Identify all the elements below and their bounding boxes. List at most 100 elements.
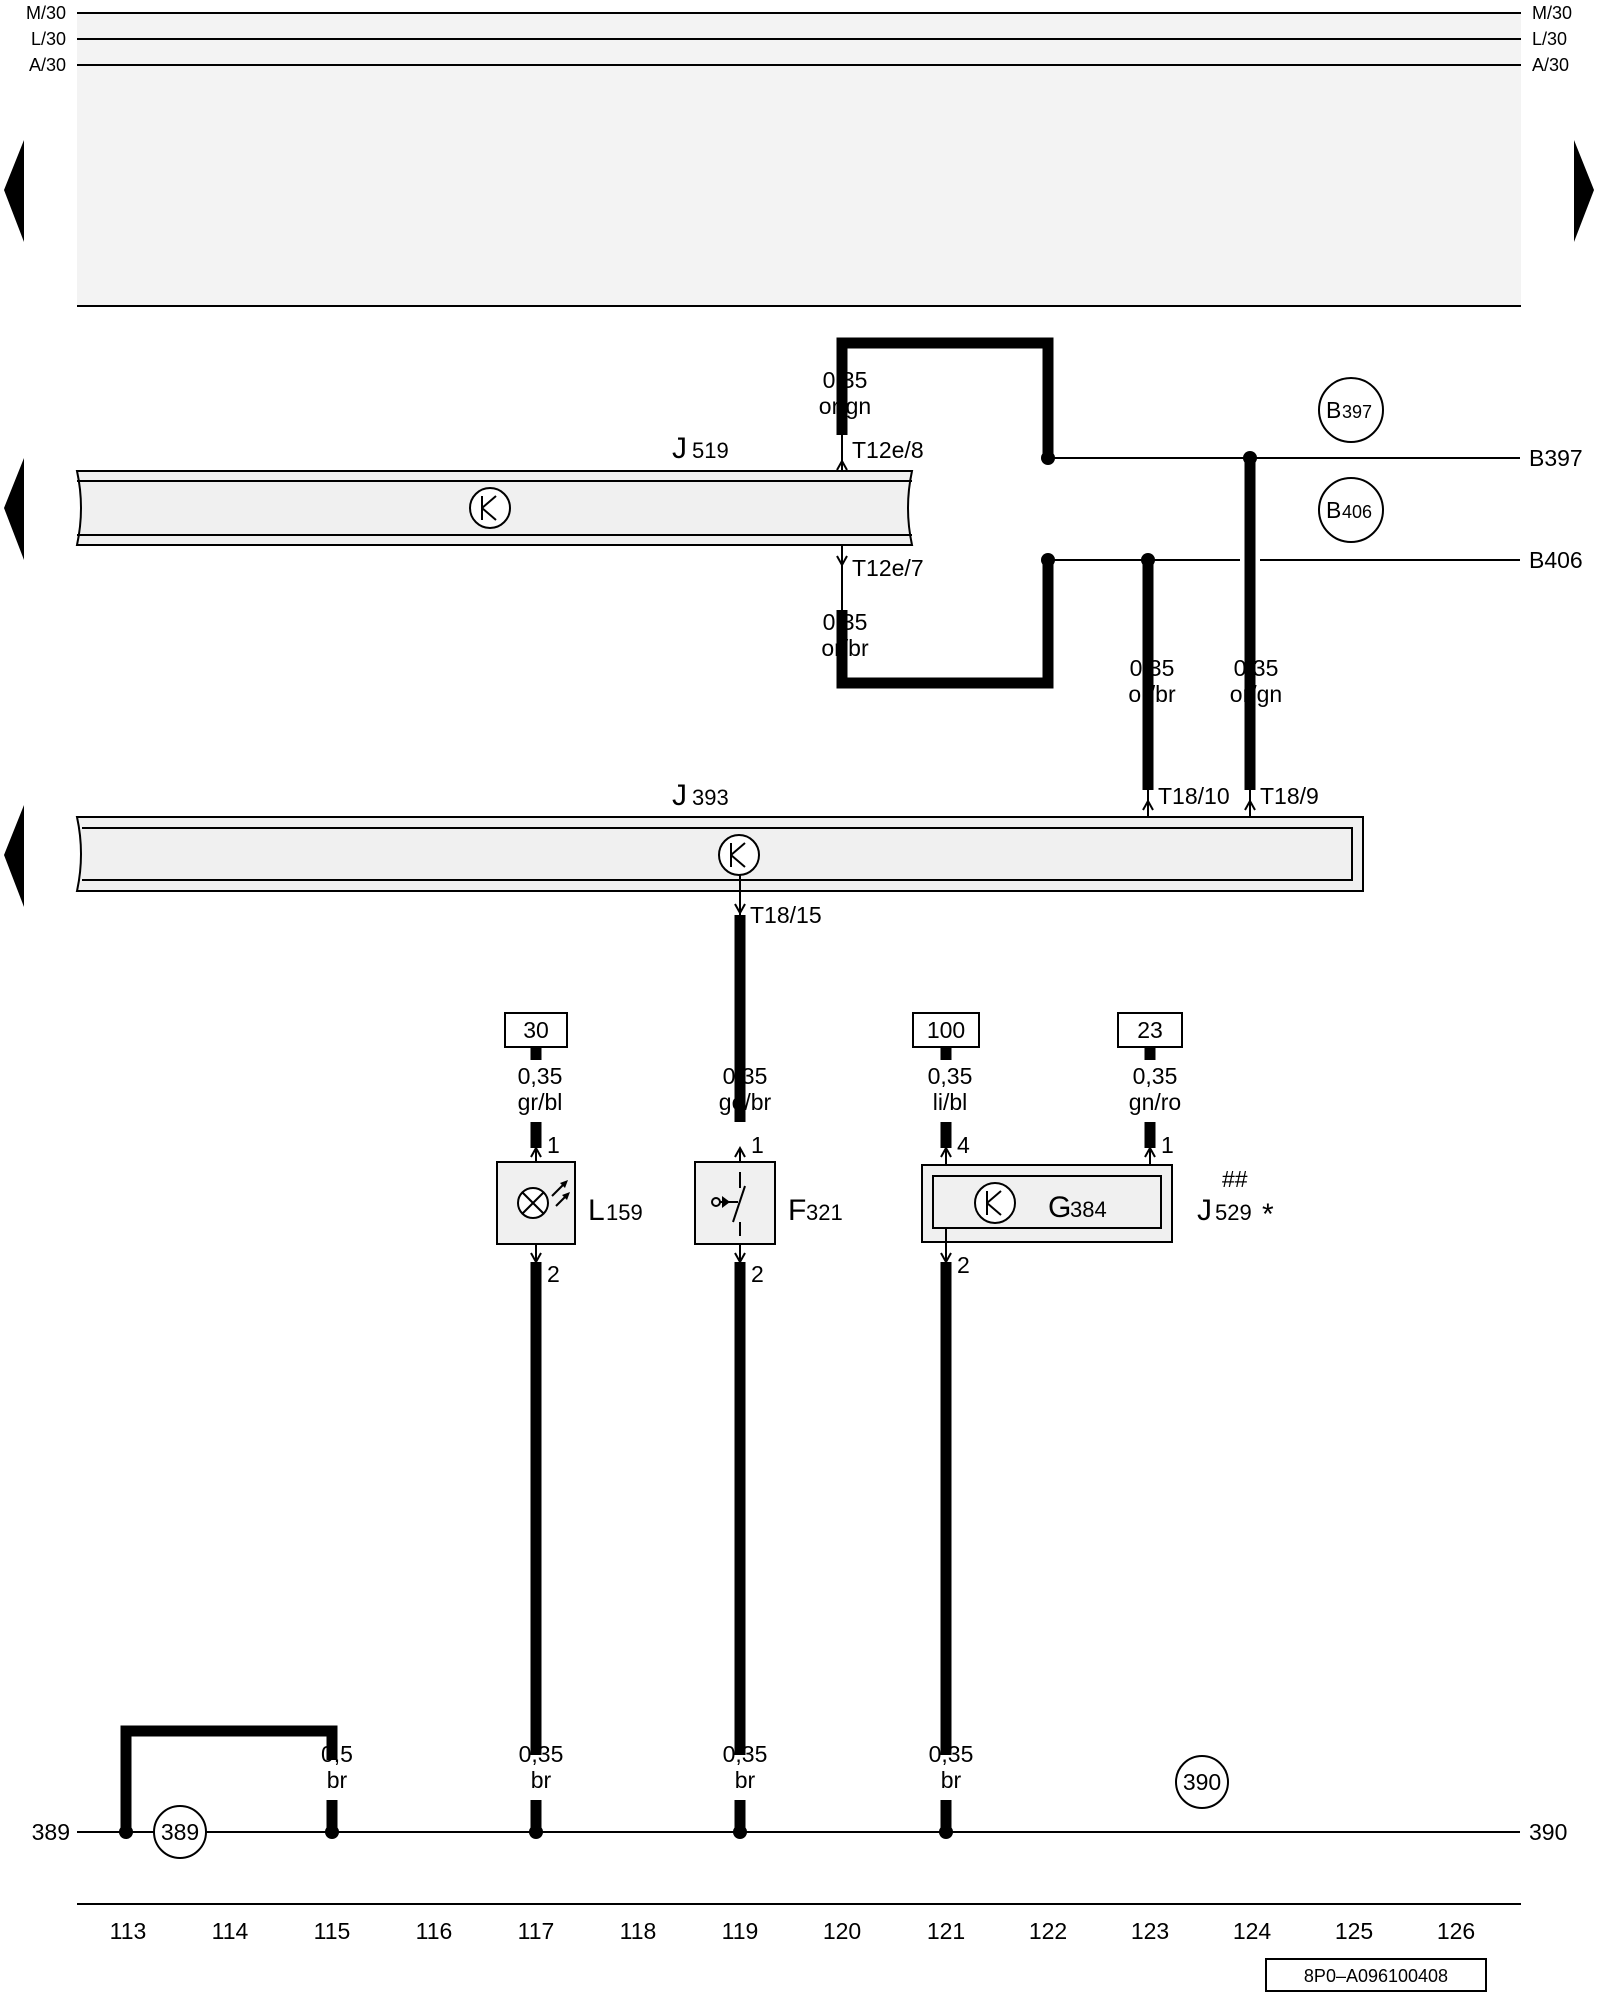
wire-label-121b-size: 0,35 xyxy=(929,1741,974,1767)
ground-connection: 389 390 389 390 xyxy=(32,1755,1567,1859)
svg-text:4: 4 xyxy=(957,1132,970,1158)
pin-t12e8: T12e/8 xyxy=(852,437,924,463)
connection-b397: B 397 B397 xyxy=(1041,377,1583,471)
rail-label-right-a30: A/30 xyxy=(1532,55,1569,75)
wire-label-119-color: ge/br xyxy=(719,1089,772,1115)
module-j519-icon xyxy=(469,487,511,529)
rail-label-left-m30: M/30 xyxy=(26,3,66,23)
column-numbers: 113 114 115 116 117 118 119 120 121 122 … xyxy=(110,1918,1476,1944)
connection-b397-circle-letter: B xyxy=(1326,397,1341,423)
rail-label-right-m30: M/30 xyxy=(1532,3,1572,23)
wire-label-mid-orbr-color: or/br xyxy=(1128,681,1176,707)
svg-text:23: 23 xyxy=(1137,1017,1163,1043)
module-j519: J 519 xyxy=(75,432,914,546)
module-g384-icon xyxy=(974,1182,1016,1224)
connection-b406: B 406 B406 xyxy=(1041,477,1583,573)
wire-label-121-color: li/bl xyxy=(933,1089,968,1115)
component-f321-sub: 321 xyxy=(806,1200,843,1225)
svg-text:390: 390 xyxy=(1183,1769,1221,1795)
svg-text:30: 30 xyxy=(523,1017,549,1043)
column-number: 121 xyxy=(927,1918,965,1944)
wire-label-mid-orbr-size: 0,35 xyxy=(1130,655,1175,681)
ref-box-23: 23 xyxy=(1117,1012,1183,1060)
wire-label-mid-orgn-size: 0,35 xyxy=(1234,655,1279,681)
column-number: 119 xyxy=(722,1918,759,1944)
component-wire-labels: 0,35 gr/bl 0,35 ge/br 0,35 li/bl 0,35 gn… xyxy=(518,1063,1182,1115)
svg-text:8P0–A096100408: 8P0–A096100408 xyxy=(1304,1966,1448,1986)
column-number: 117 xyxy=(518,1918,555,1944)
column-number: 123 xyxy=(1131,1918,1169,1944)
column-number: 118 xyxy=(620,1918,657,1944)
column-number: 125 xyxy=(1335,1918,1373,1944)
module-j393: J 393 xyxy=(75,779,1364,892)
svg-text:1: 1 xyxy=(547,1132,560,1158)
wire-label-117b-color: br xyxy=(531,1767,552,1793)
j519-wiring: 0,35 or/gn T12e/8 T12e/7 0,35 or/br xyxy=(819,337,1054,689)
connection-b397-label: B397 xyxy=(1529,445,1583,471)
svg-text:1: 1 xyxy=(1161,1132,1174,1158)
svg-text:2: 2 xyxy=(751,1261,764,1287)
wire-label-top-orbr-size: 0,35 xyxy=(823,609,868,635)
connection-b406-circle xyxy=(1318,477,1384,543)
connection-b406-circle-letter: B xyxy=(1326,497,1341,523)
connection-389-label: 389 xyxy=(32,1819,70,1845)
connection-b397-circle-sub: 397 xyxy=(1342,402,1372,422)
rail-label-right-l30: L/30 xyxy=(1532,29,1567,49)
column-number: 126 xyxy=(1437,1918,1475,1944)
wire-label-117-color: gr/bl xyxy=(518,1089,563,1115)
pin-t18-10: T18/10 xyxy=(1158,783,1230,809)
prev-page-arrow-icon[interactable] xyxy=(4,140,24,242)
module-j393-icon xyxy=(718,834,760,876)
rail-area: M/30 L/30 A/30 M/30 L/30 A/30 xyxy=(26,3,1572,307)
connection-b397-circle xyxy=(1318,377,1384,443)
wire-label-115-size: 0,5 xyxy=(321,1741,353,1767)
module-j519-sub: 519 xyxy=(692,438,729,463)
wire-label-115-color: br xyxy=(327,1767,348,1793)
module-j393-name: J xyxy=(672,779,687,812)
connection-b406-label: B406 xyxy=(1529,547,1583,573)
connection-389-circle xyxy=(153,1805,207,1859)
connection-390-circle xyxy=(1175,1755,1229,1809)
component-l159: 1 2 L 159 xyxy=(496,1122,643,1287)
wire-label-119b-size: 0,35 xyxy=(723,1741,768,1767)
wire-label-117-size: 0,35 xyxy=(518,1063,563,1089)
wire-label-top-orbr-color: or/br xyxy=(821,635,869,661)
wire-label-119-size: 0,35 xyxy=(723,1063,768,1089)
svg-text:2: 2 xyxy=(957,1252,970,1278)
pin-t12e7: T12e/7 xyxy=(852,555,924,581)
wire-label-top-orgn-size: 0,35 xyxy=(823,367,868,393)
pin-t18-15: T18/15 xyxy=(750,902,822,928)
lamp-icon xyxy=(517,1180,570,1219)
connection-390-label: 390 xyxy=(1529,1819,1567,1845)
column-number: 120 xyxy=(823,1918,861,1944)
ground-wires: 0,5 br 0,35 br 0,35 br 0,35 br xyxy=(120,1262,974,1832)
wire-label-117b-size: 0,35 xyxy=(519,1741,564,1767)
module-j393-sub: 393 xyxy=(692,785,729,810)
svg-text:389: 389 xyxy=(161,1819,199,1845)
rail-label-left-a30: A/30 xyxy=(29,55,66,75)
pin-t18-9: T18/9 xyxy=(1260,783,1319,809)
wire-label-mid-orgn-color: or/gn xyxy=(1230,681,1282,707)
component-l159-name: L xyxy=(588,1194,605,1227)
component-l159-sub: 159 xyxy=(606,1200,643,1225)
prev-page-arrow-icon-2[interactable] xyxy=(4,458,24,560)
column-number: 116 xyxy=(416,1918,453,1944)
ref-box-100: 100 xyxy=(912,1012,980,1060)
next-page-arrow-icon[interactable] xyxy=(1574,140,1594,242)
svg-text:100: 100 xyxy=(927,1017,965,1043)
rail-background xyxy=(77,13,1521,306)
switch-icon xyxy=(711,1172,746,1236)
j393-input-wires: 0,35 or/br 0,35 or/gn T18/10 T18/9 xyxy=(1128,458,1319,825)
component-j529-name: J xyxy=(1197,1194,1212,1227)
component-j529: 4 1 G 384 2 ## J 529 * xyxy=(921,1122,1274,1278)
column-number: 124 xyxy=(1233,1918,1272,1944)
wire-label-123-color: gn/ro xyxy=(1129,1089,1181,1115)
module-j519-name: J xyxy=(672,432,687,465)
svg-text:2: 2 xyxy=(547,1261,560,1287)
svg-text:1: 1 xyxy=(751,1132,764,1158)
prev-page-arrow-icon-3[interactable] xyxy=(4,805,24,907)
wire-label-123-size: 0,35 xyxy=(1133,1063,1178,1089)
rail-label-left-l30: L/30 xyxy=(31,29,66,49)
connection-b406-circle-sub: 406 xyxy=(1342,502,1372,522)
component-g384-sub: 384 xyxy=(1070,1197,1107,1222)
